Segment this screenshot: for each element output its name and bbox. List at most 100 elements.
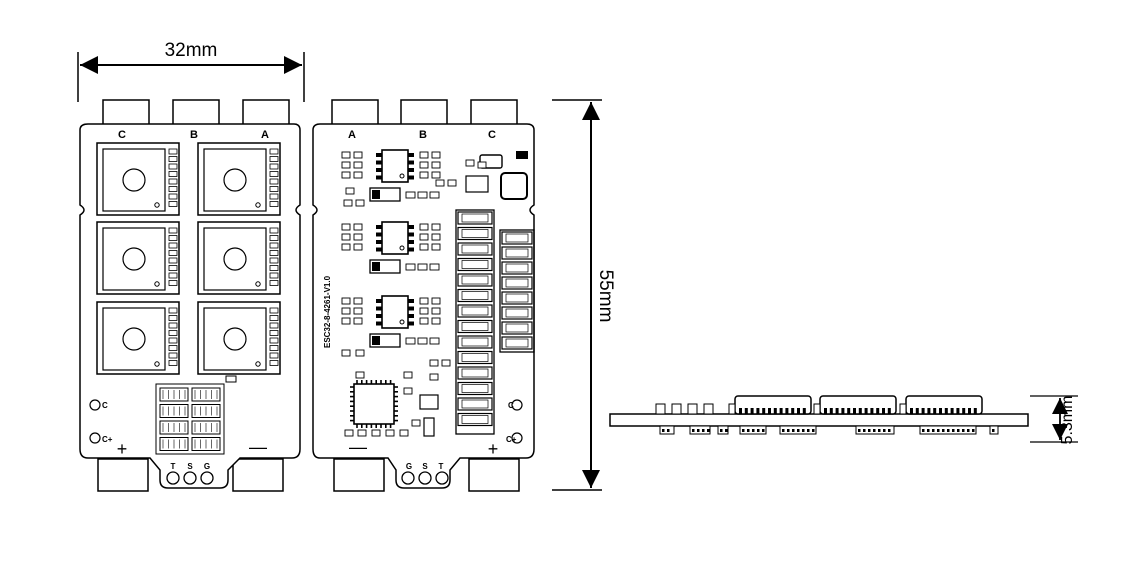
- side-mosfet-pin: [762, 408, 766, 414]
- resistor: [435, 179, 445, 187]
- side-bottom-pin: [947, 429, 950, 432]
- resistor: [429, 359, 439, 367]
- driver-pin: [376, 314, 382, 318]
- side-mosfet-pin: [797, 408, 800, 414]
- signal-pad: [435, 471, 449, 485]
- side-lead: [813, 403, 821, 415]
- resistor: [353, 317, 363, 325]
- mosfet-pin: [269, 171, 279, 177]
- diode-band: [372, 190, 380, 199]
- side-mosfet-pin: [739, 408, 742, 414]
- resistor: [343, 199, 353, 207]
- mosfet-pin: [269, 250, 279, 256]
- resistor: [431, 307, 441, 315]
- mosfet-grid: [96, 142, 281, 375]
- side-mosfet-pin: [768, 408, 771, 414]
- resistor: [419, 151, 429, 159]
- mosfet: [197, 301, 281, 375]
- resistor: [353, 161, 363, 169]
- strip-inner: [461, 322, 489, 331]
- side-mosfet-pin: [824, 408, 827, 414]
- signal-pad: [401, 471, 415, 485]
- mosfet-hole: [122, 327, 146, 351]
- side-mosfet-pin: [933, 408, 937, 414]
- signal-label-g: G: [204, 462, 210, 471]
- pin1-mark: [399, 245, 405, 251]
- resistor: [341, 317, 351, 325]
- side-mosfet-pin: [921, 408, 925, 414]
- side-lead: [728, 403, 736, 415]
- mosfet: [197, 142, 281, 216]
- mosfet-pin: [269, 265, 279, 271]
- strip-inner: [461, 337, 489, 347]
- phase-tab: [242, 99, 290, 127]
- mosfet-pin: [168, 337, 178, 344]
- resistor: [355, 349, 365, 357]
- mount-mark: [511, 399, 523, 411]
- side-bottom-pin: [873, 429, 876, 432]
- resistor: [353, 243, 363, 251]
- strip-inner: [461, 260, 489, 269]
- driver-pin: [376, 175, 382, 180]
- side-bottom-pin: [747, 429, 750, 432]
- mosfet-pin: [168, 193, 178, 200]
- side-bottom-pin: [942, 429, 945, 432]
- regulator-chip: [500, 172, 528, 200]
- resistor: [419, 171, 429, 179]
- driver-pin: [408, 225, 414, 229]
- side-bottom-pin: [662, 429, 665, 432]
- resistor: [405, 191, 416, 199]
- strip-frame: [455, 209, 495, 435]
- strip-inner: [461, 229, 489, 238]
- mark-c: C: [508, 401, 514, 410]
- side-mosfet-pin: [968, 408, 971, 414]
- driver-pin: [376, 153, 382, 157]
- strip-inner: [505, 293, 529, 303]
- mosfet-pin: [168, 265, 178, 271]
- resistor: [417, 263, 428, 271]
- power-tab: [333, 458, 385, 492]
- resistor: [355, 371, 365, 379]
- side-bottom-pin: [757, 429, 760, 432]
- width-dimension: 32mm: [77, 40, 305, 102]
- side-bottom-pin: [967, 429, 970, 432]
- connector-strips: [455, 209, 535, 435]
- side-bottom-pin: [868, 429, 871, 432]
- driver-pin: [376, 299, 382, 303]
- resistor: [405, 337, 416, 345]
- side-bottom-pin: [802, 429, 805, 432]
- capacitor-block: [155, 383, 225, 455]
- mosfet-pin: [168, 163, 178, 170]
- resistor: [429, 191, 440, 199]
- side-mosfet-pin: [802, 408, 806, 414]
- resistor: [341, 243, 351, 251]
- mosfet-tab: [102, 148, 166, 212]
- driver-pin: [376, 306, 382, 311]
- phase-tab: [102, 99, 150, 127]
- side-bottom-pin: [762, 429, 765, 432]
- resistor: [429, 373, 439, 381]
- mosfet-pin: [269, 156, 279, 162]
- side-mosfet-pin: [773, 408, 777, 414]
- side-bottom-pin: [742, 429, 745, 432]
- side-bottom-pin: [752, 429, 755, 432]
- strip-inner: [461, 415, 489, 424]
- strip-inner: [461, 275, 489, 285]
- side-mosfet-pin: [956, 408, 960, 414]
- resistor: [419, 223, 429, 231]
- mosfet-pin: [168, 186, 178, 192]
- resistor: [431, 297, 441, 305]
- small-component: [225, 375, 237, 383]
- mosfet-pin: [269, 148, 279, 155]
- side-bottom-pin: [957, 429, 960, 432]
- driver-pin: [408, 153, 414, 157]
- gate-driver-group: [341, 149, 441, 348]
- phase-tab: [400, 99, 448, 127]
- resistor: [447, 179, 457, 187]
- height-label: 55mm: [595, 270, 616, 323]
- side-lead: [899, 403, 907, 415]
- strip-inner: [505, 308, 529, 318]
- side-bottom-pin: [932, 429, 935, 432]
- resistor: [419, 307, 429, 315]
- mosfet-pin: [168, 345, 178, 351]
